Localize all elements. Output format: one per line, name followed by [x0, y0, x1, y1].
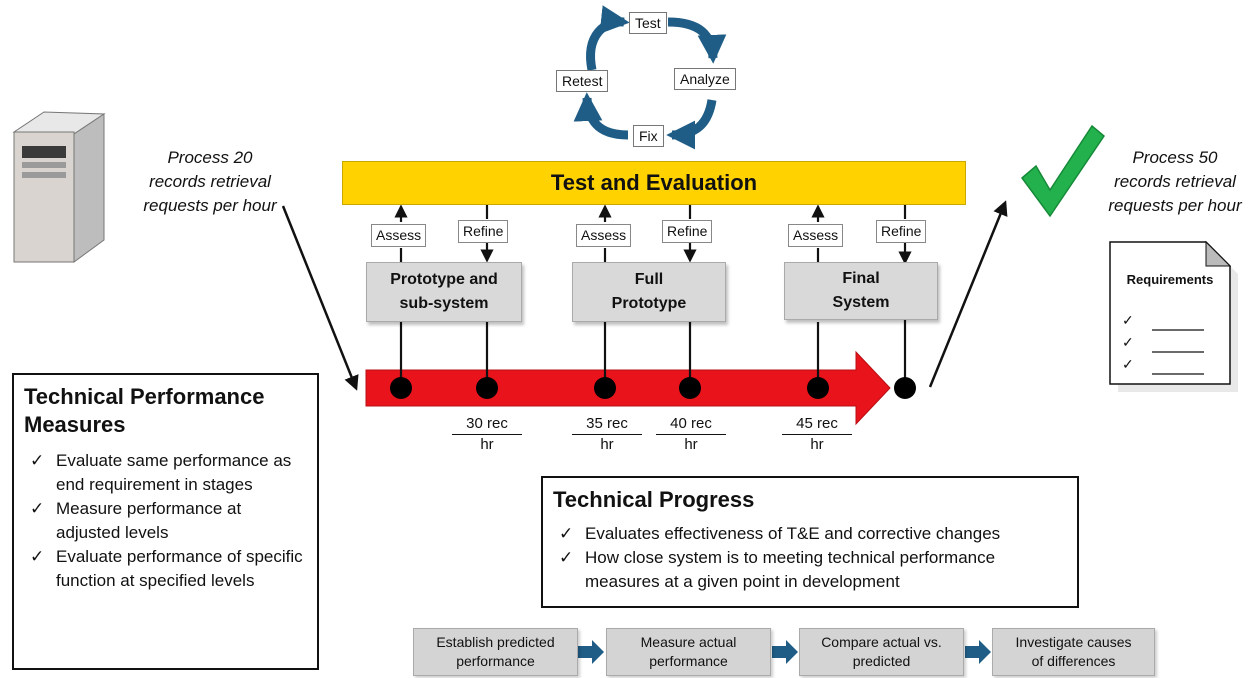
flow-arrows [578, 640, 991, 664]
rate-35-den: hr [600, 436, 614, 453]
check-icon: ✓ [30, 547, 45, 566]
tpm-list: ✓ Evaluate same performance as end requir… [24, 449, 307, 593]
rate-45-num: 45 rec [782, 414, 852, 435]
requirements-doc-title: Requirements [1126, 272, 1214, 287]
tpm-item: ✓ Evaluate performance of specific functi… [24, 545, 307, 593]
tpm-item: ✓ Measure performance at adjusted levels [24, 497, 307, 545]
refine-label-2: Refine [662, 220, 713, 243]
check-icon: ✓ [30, 451, 45, 470]
tpm-item-text: Evaluate performance of specific functio… [56, 547, 303, 590]
tpm-panel: Technical Performance Measures ✓ Evaluate… [12, 373, 319, 670]
flow-investigate: Investigate causes of differences [992, 628, 1155, 676]
rate-45: 45 rec hr [782, 414, 852, 455]
flow-compare: Compare actual vs. predicted [799, 628, 964, 676]
tpm-title: Technical Performance Measures [24, 384, 265, 437]
progress-item-text: Evaluates effectiveness of T&E and corre… [585, 524, 1001, 543]
progress-title: Technical Progress [553, 487, 755, 512]
check-icon: ✓ [30, 499, 45, 518]
tpm-item-text: Evaluate same performance as end require… [56, 451, 292, 494]
rate-35: 35 rec hr [572, 414, 642, 455]
flow-establish-predicted: Establish predicted performance [413, 628, 578, 676]
rate-30-den: hr [480, 436, 494, 453]
cycle-analyze-label: Analyze [674, 68, 736, 90]
rate-40: 40 rec hr [656, 414, 726, 455]
stage-prototype-subsystem: Prototype and sub-system [366, 262, 522, 322]
tpm-item: ✓ Evaluate same performance as end requir… [24, 449, 307, 497]
check-icon: ✓ [559, 524, 574, 543]
assess-label-1: Assess [371, 224, 427, 247]
requirements-doc-icon [1109, 240, 1238, 392]
test-cycle-arrows [573, 5, 727, 150]
green-check-icon [1020, 124, 1106, 218]
stage-final-system: Final System [784, 262, 938, 320]
initial-requirement-note: Process 20 records retrieval requests pe… [143, 148, 277, 215]
rate-35-num: 35 rec [572, 414, 642, 435]
assess-label-3: Assess [788, 224, 844, 247]
refine-label-3: Refine [876, 220, 927, 243]
tpm-item-text: Measure performance at adjusted levels [56, 499, 242, 542]
cycle-retest-label: Retest [556, 70, 609, 92]
progress-list: ✓ Evaluates effectiveness of T&E and corr… [553, 522, 1067, 594]
rate-30: 30 rec hr [452, 414, 522, 455]
flow-measure-actual: Measure actual performance [606, 628, 771, 676]
check-icon: ✓ [559, 548, 574, 567]
requirements-check-2: ✓ [1122, 334, 1134, 350]
test-and-evaluation-bar: Test and Evaluation [342, 161, 966, 205]
rate-40-num: 40 rec [656, 414, 726, 435]
rate-40-den: hr [684, 436, 698, 453]
server-icon [12, 111, 106, 263]
cycle-test-label: Test [629, 12, 667, 34]
stage-full-prototype: Full Prototype [572, 262, 726, 322]
assess-label-2: Assess [576, 224, 632, 247]
progress-panel: Technical Progress ✓ Evaluates effectiven… [541, 476, 1079, 608]
progress-item: ✓ Evaluates effectiveness of T&E and corr… [553, 522, 1067, 546]
requirements-check-1: ✓ [1122, 312, 1134, 328]
timeline-arrow [365, 350, 891, 426]
progress-item: ✓ How close system is to meeting technica… [553, 546, 1067, 594]
rate-30-num: 30 rec [452, 414, 522, 435]
final-requirement-note: Process 50 records retrieval requests pe… [1108, 148, 1242, 215]
output-arrow [928, 200, 1008, 388]
milestone-dots [390, 377, 916, 399]
progress-item-text: How close system is to meeting technical… [585, 548, 996, 591]
cycle-fix-label: Fix [633, 125, 664, 147]
requirements-check-3: ✓ [1122, 356, 1134, 372]
rate-45-den: hr [810, 436, 824, 453]
refine-label-1: Refine [458, 220, 509, 243]
input-arrow [281, 205, 359, 391]
